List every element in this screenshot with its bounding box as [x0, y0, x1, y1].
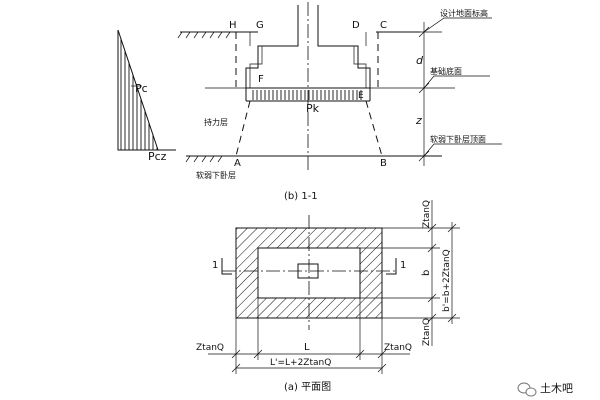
- note-bearing-layer: 持力层: [204, 117, 228, 127]
- section-view: Pc Pcz: [117, 2, 502, 202]
- note-foundation-base: 基础底面: [430, 66, 462, 76]
- point-E: E: [358, 91, 364, 101]
- point-G: G: [256, 20, 264, 31]
- dim-bottom-ztan: ZtanQ: [422, 318, 432, 346]
- spread-line-right: [365, 100, 383, 157]
- stress-diagram: [117, 29, 176, 151]
- dim-b-prime: b'=b+2ZtanQ: [442, 249, 452, 312]
- pcz-label: Pcz: [148, 150, 167, 163]
- plan-bottom-dimensions: [208, 298, 410, 374]
- point-C: C: [380, 20, 387, 31]
- section-caption: (b) 1-1: [284, 191, 318, 202]
- point-F: F: [258, 74, 264, 85]
- watermark-text: 土木吧: [540, 382, 573, 395]
- note-weak-layer: 软弱下卧层: [196, 170, 236, 180]
- plan-right-dimensions: [360, 200, 460, 346]
- spread-line-left: [235, 100, 251, 157]
- pk-label: Pk: [306, 102, 320, 115]
- section-mark-right: 1: [400, 260, 406, 271]
- dim-d: d: [416, 54, 424, 67]
- dim-z: z: [415, 114, 422, 127]
- section-mark-left: 1: [212, 260, 218, 271]
- plan-view: 1 1 L ZtanQ ZtanQ L'=L+2ZtanQ: [196, 200, 460, 393]
- point-B: B: [380, 158, 387, 169]
- wechat-icon: [517, 382, 537, 397]
- dim-left-ztan: ZtanQ: [196, 343, 224, 353]
- dim-b: b: [421, 270, 432, 276]
- watermark: 土木吧: [517, 382, 573, 397]
- dim-L: L: [304, 342, 310, 353]
- ground-surface: [177, 31, 420, 39]
- note-design-ground: 设计地面标高: [440, 8, 488, 18]
- point-D: D: [352, 20, 360, 31]
- plan-caption: (a) 平面图: [284, 381, 331, 393]
- point-H: H: [229, 20, 237, 31]
- pc-label: Pc: [135, 82, 148, 95]
- note-weak-layer-top: 软弱下卧层顶面: [430, 134, 486, 144]
- point-A: A: [234, 158, 241, 169]
- dim-right-ztan: ZtanQ: [384, 343, 412, 353]
- depth-dimension: [418, 22, 430, 166]
- dim-top-ztan: ZtanQ: [422, 200, 432, 228]
- dim-L-prime: L'=L+2ZtanQ: [270, 358, 331, 368]
